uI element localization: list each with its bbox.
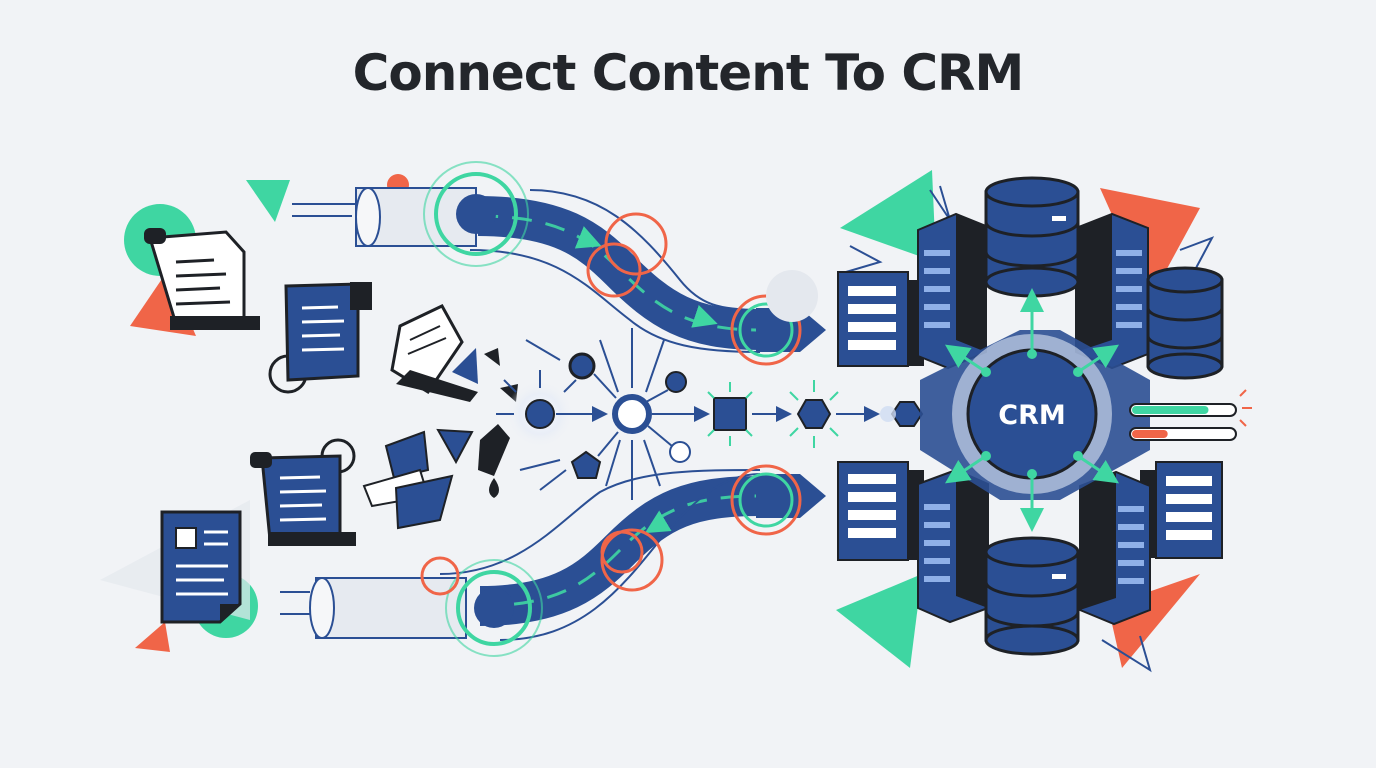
crm-hub-label: CRM [998, 400, 1065, 431]
server-rack-left-lower [837, 461, 924, 561]
page-title: Connect Content To CRM [352, 44, 1025, 102]
upper-pipeline [292, 161, 826, 366]
document-fragments-icon [362, 348, 518, 530]
crm-hub: CRM [920, 288, 1150, 532]
document-page-icon [160, 510, 242, 624]
server-tower-top-right [1075, 212, 1149, 370]
server-tower-bottom-right [1079, 470, 1151, 626]
document-navy-icon [268, 282, 372, 394]
database-top-icon [984, 176, 1080, 298]
server-rack-left-upper [837, 271, 924, 367]
status-bars [1129, 389, 1252, 441]
server-tower-bottom-left [917, 468, 989, 624]
decor-shapes-right [836, 170, 1215, 673]
document-pen-icon [390, 304, 478, 402]
document-scroll-icon [144, 228, 260, 330]
server-rack-right-lower [1140, 461, 1223, 559]
database-bottom-icon [984, 536, 1080, 656]
server-tower-top-left [917, 212, 987, 370]
database-right-icon [1146, 266, 1224, 380]
status-bar-green-fill [1132, 406, 1209, 414]
processing-chain [496, 328, 924, 500]
document-scroll-lower-icon [250, 438, 356, 546]
lower-pipeline [280, 464, 826, 657]
status-bar-red-fill [1132, 430, 1168, 438]
